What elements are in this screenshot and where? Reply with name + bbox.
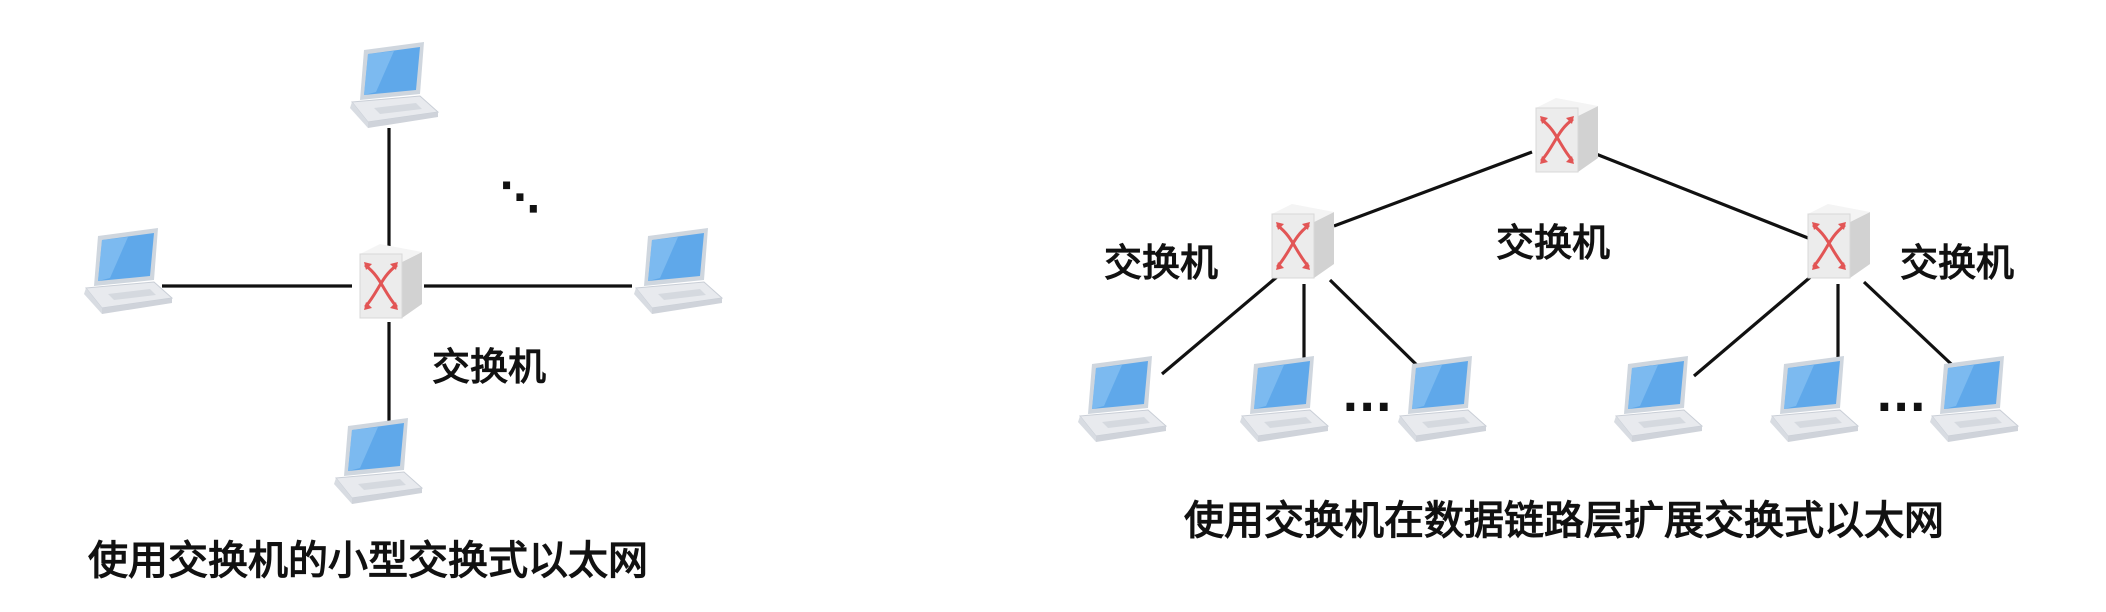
left-ellipsis: ⋱ — [500, 175, 540, 221]
left-links — [162, 128, 632, 438]
link-root-left — [1333, 150, 1533, 228]
laptop-icon — [633, 227, 723, 315]
laptop-icon — [1769, 355, 1859, 443]
left-switch-label-right: 交换机 — [1104, 241, 1219, 285]
switch-icon — [1534, 96, 1600, 174]
link-root-right — [1595, 152, 1809, 240]
laptop-icon — [1929, 355, 2019, 443]
switch-icon — [358, 242, 424, 320]
laptop-icon — [349, 41, 439, 129]
link-ls-3 — [1328, 278, 1432, 380]
laptop-icon — [1077, 355, 1167, 443]
right-switch-label: 交换机 — [1900, 241, 2015, 285]
left-switch — [358, 242, 424, 320]
laptop-icon — [1397, 355, 1487, 443]
laptop-icon — [83, 227, 173, 315]
right-ellipsis-right: ··· — [1876, 382, 1927, 433]
switch-icon — [1270, 202, 1336, 280]
laptop-icon — [1613, 355, 1703, 443]
left-switch-label: 交换机 — [432, 345, 547, 389]
laptop-icon — [1239, 355, 1329, 443]
right-caption: 使用交换机在数据链路层扩展交换式以太网 — [1184, 498, 1944, 544]
switch-icon — [1806, 202, 1872, 280]
right-links — [1160, 150, 1968, 380]
link-rs-3 — [1862, 280, 1968, 380]
link-rs-1 — [1692, 272, 1816, 378]
right-ellipsis-left: ··· — [1342, 382, 1393, 433]
laptop-icon — [333, 417, 423, 505]
left-caption: 使用交换机的小型交换式以太网 — [88, 538, 648, 584]
root-switch-label: 交换机 — [1496, 221, 1611, 265]
link-ls-1 — [1160, 274, 1280, 376]
